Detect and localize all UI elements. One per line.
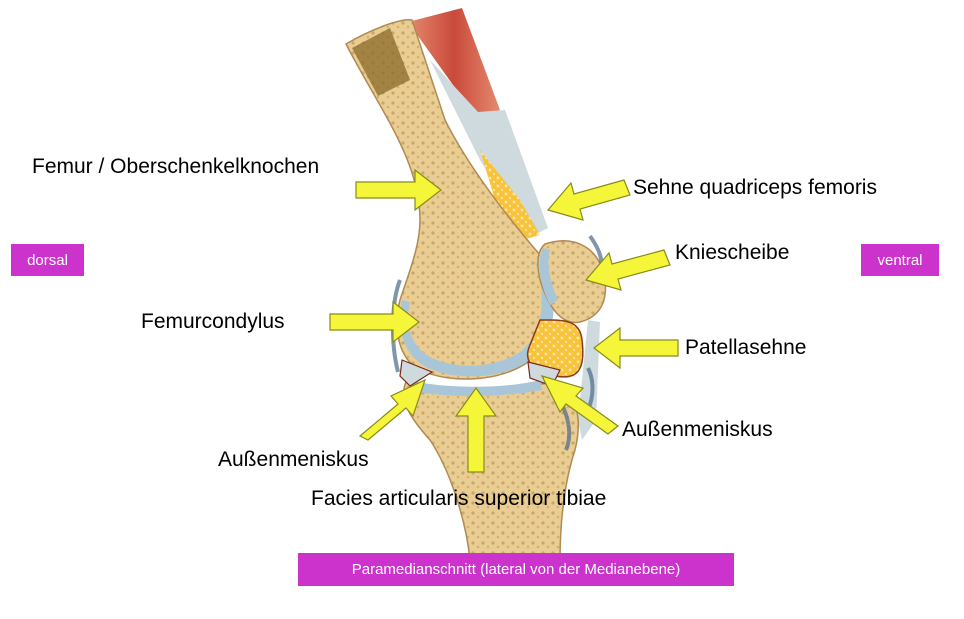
caption-section-type: Paramedianschnitt (lateral von der Media… <box>298 553 734 586</box>
femur-medullary-cavity <box>352 28 410 96</box>
label-femoral-condyle: Femurcondylus <box>141 310 285 333</box>
posterior-meniscus-shape <box>399 359 434 387</box>
patella-cartilage <box>539 248 558 305</box>
label-patella: Kniescheibe <box>675 241 790 264</box>
label-femur: Femur / Oberschenkelknochen <box>32 155 320 178</box>
arrow-tibial-surface <box>454 386 498 473</box>
label-tibial-surface: Facies articularis superior tibiae <box>311 487 607 510</box>
arrow-meniscus-back <box>358 378 427 441</box>
arrow-patellar-tendon <box>593 326 679 370</box>
arrow-meniscus-front <box>540 375 619 435</box>
tag-dorsal: dorsal <box>11 244 84 276</box>
arrow-patella <box>584 249 671 291</box>
suprapatellar-fat <box>480 150 540 240</box>
tag-ventral: ventral <box>861 244 939 276</box>
label-patellar-tendon: Patellasehne <box>685 336 807 359</box>
label-lateral-meniscus-back: Außenmeniskus <box>218 448 369 471</box>
femur-bone-shape <box>345 19 553 380</box>
quadriceps-muscle <box>408 8 500 120</box>
tibia-cartilage <box>408 380 542 396</box>
label-lateral-meniscus-front: Außenmeniskus <box>622 418 773 441</box>
arrow-femoral-condyle <box>329 300 420 344</box>
arrow-femur <box>355 168 442 212</box>
arrow-quadriceps-tendon <box>546 179 631 221</box>
label-quadriceps-tendon: Sehne quadriceps femoris <box>633 176 877 199</box>
quadriceps-tendon-shape <box>430 60 548 238</box>
patella-bone-shape <box>537 240 607 324</box>
